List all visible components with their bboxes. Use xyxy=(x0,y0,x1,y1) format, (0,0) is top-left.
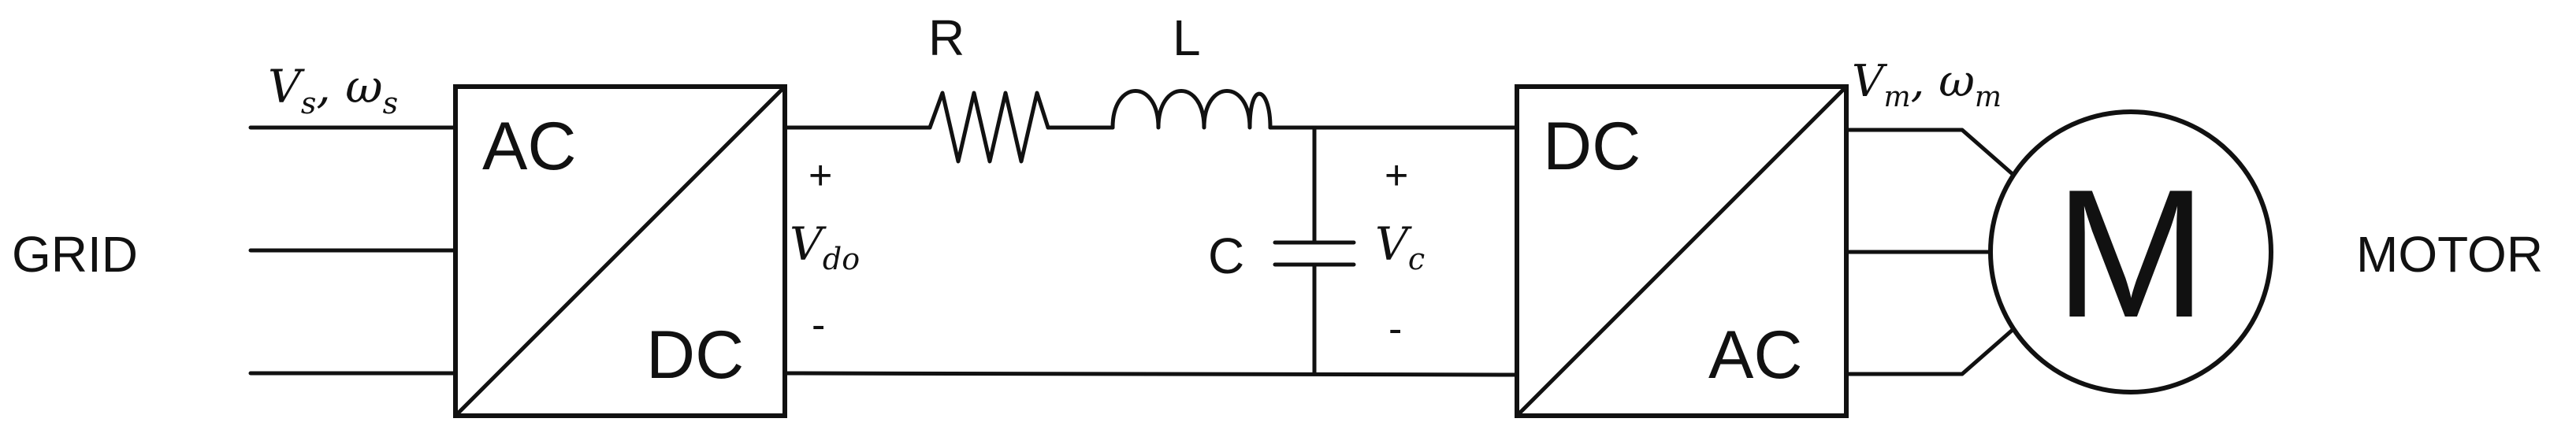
vc-label: Vc xyxy=(1375,217,1425,276)
dc-link-bottom-wire xyxy=(782,371,1519,377)
capacitor xyxy=(1273,125,1356,376)
vc-minus-sign: - xyxy=(1388,306,1402,352)
motor-phase-line-c xyxy=(1844,327,2016,376)
motor: M xyxy=(1988,109,2273,394)
motor-symbol: M xyxy=(2054,152,2206,356)
rectifier-ac-label: AC xyxy=(482,109,576,184)
capacitor-label: C xyxy=(1208,228,1244,284)
inverter-block: DC AC xyxy=(1515,84,1849,418)
grid-label: GRID xyxy=(12,226,138,283)
vdo-plus-sign: + xyxy=(808,153,832,198)
motor-phase-line-a xyxy=(1844,128,2016,177)
motor-circle xyxy=(1988,109,2273,394)
inverter-ac-label: AC xyxy=(1708,317,1802,393)
vdo-label: Vdo xyxy=(790,217,860,276)
grid-phase-lines xyxy=(248,125,458,376)
dc-link-top xyxy=(782,89,1519,164)
inverter-diagonal xyxy=(1515,84,1849,418)
rectifier-block: AC DC xyxy=(453,84,787,418)
inductor-label: L xyxy=(1173,9,1201,66)
source-voltage-frequency-label: Vs, ωs xyxy=(268,60,398,120)
motor-label: MOTOR xyxy=(2356,226,2543,283)
inverter-dc-label: DC xyxy=(1543,109,1641,184)
rectifier-dc-label: DC xyxy=(646,317,744,393)
inductor xyxy=(1110,89,1273,130)
motor-voltage-frequency-label: Vm, ωm xyxy=(1852,56,2002,113)
motor-phase-lines xyxy=(1844,128,2016,376)
rectifier-diagonal xyxy=(453,84,787,418)
vc-plus-sign: + xyxy=(1385,153,1408,198)
resistor xyxy=(927,91,1050,164)
resistor-label: R xyxy=(928,9,965,66)
vdo-minus-sign: - xyxy=(812,302,825,348)
